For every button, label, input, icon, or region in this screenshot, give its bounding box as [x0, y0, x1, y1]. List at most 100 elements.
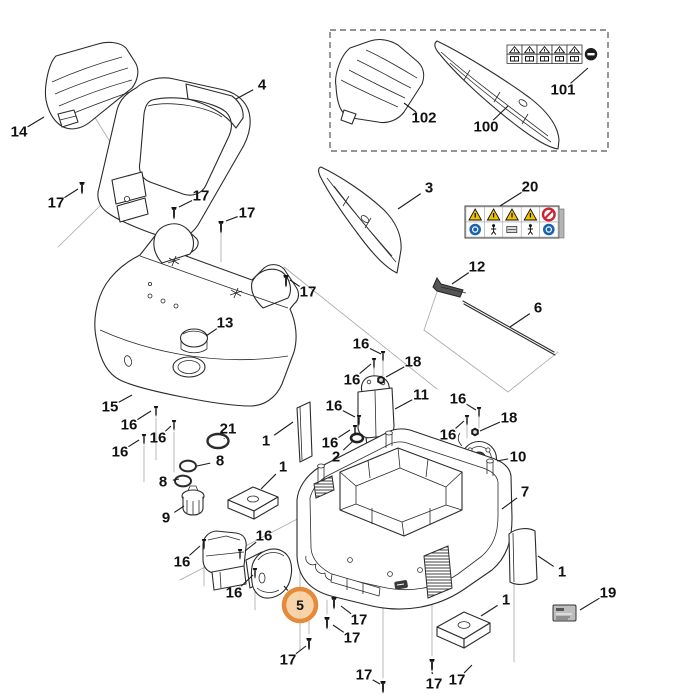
part-number-label: 10 [510, 449, 527, 466]
part-number-label: 17 [48, 195, 65, 212]
part-1-pad-curved-right [508, 528, 538, 585]
part-number-label: 3 [425, 180, 433, 197]
part-14-cover-flap [44, 41, 139, 130]
part-callout-3: 3 [397, 180, 433, 210]
part-number-label: 16 [353, 336, 370, 353]
part-number-label: 17 [344, 630, 361, 647]
screw-16-icon [464, 415, 470, 426]
part-number-label: 12 [469, 259, 486, 276]
part-callout-11: 11 [394, 387, 429, 410]
part-number-label: 17 [280, 652, 297, 669]
part-3-side-panel [318, 166, 402, 274]
part-callout-21: 21 [220, 421, 236, 440]
part-callout-8: 8 [159, 474, 180, 491]
part-callout-17: 17 [449, 664, 473, 689]
part-callout-20: 20 [499, 179, 539, 207]
part-2-grommet [349, 432, 365, 444]
part-number-label: 9 [162, 510, 170, 527]
part-callout-16: 16 [450, 391, 477, 411]
screw-17-icon [429, 659, 435, 672]
part-callout-9: 9 [162, 505, 185, 527]
part-callout-16: 16 [440, 420, 465, 444]
part-20-safety-label [464, 205, 565, 239]
part-callout-16: 16 [112, 439, 140, 461]
part-number-label: 8 [216, 453, 224, 470]
part-101-safety-label [506, 44, 598, 64]
part-number-label: 14 [11, 124, 28, 141]
wheel-arch-front [153, 223, 195, 264]
part-number-label: 16 [150, 430, 167, 447]
part-callout-18: 18 [385, 354, 422, 378]
part-callout-12: 12 [451, 259, 486, 285]
highlight-circle[interactable] [281, 586, 319, 624]
part-callout-1: 1 [262, 421, 294, 450]
part-callout-17: 17 [280, 645, 307, 669]
part-callout-16: 16 [121, 410, 152, 434]
part-callout-10: 10 [496, 449, 527, 466]
part-number-label: 7 [521, 484, 529, 501]
part-callout-1: 1 [260, 459, 287, 490]
part-number-label: 17 [356, 667, 373, 684]
part-8-o-ring [179, 459, 197, 473]
part-callout-5-highlighted[interactable]: 5 [281, 585, 319, 624]
part-1-pad-tall [296, 401, 313, 463]
part-callout-16: 16 [353, 336, 382, 355]
part-number-label: 16 [322, 435, 339, 452]
nut-18-icon [471, 427, 479, 437]
part-callout-16: 16 [326, 398, 356, 418]
part-number-label: 17 [351, 612, 368, 629]
screw-17-icon [218, 221, 224, 234]
part-number-label: 15 [102, 399, 119, 416]
part-5-bumper [245, 548, 293, 599]
part-1-pad-square-bottom [436, 611, 491, 649]
filler-socket [172, 356, 206, 378]
part-callout-1: 1 [480, 592, 510, 617]
part-callout-19: 19 [579, 585, 616, 611]
part-callout-102: 102 [403, 102, 437, 127]
part-callout-17: 17 [332, 624, 361, 647]
part-callout-16: 16 [226, 574, 254, 602]
part-7-chassis [296, 428, 513, 610]
screw-16-icon [153, 406, 159, 417]
parts-kit-box [329, 29, 609, 152]
part-number-label: 1 [262, 433, 270, 450]
vent-grille [185, 83, 244, 129]
part-callout-17: 17 [289, 279, 317, 301]
part-number-label: 13 [217, 315, 234, 332]
part-number-label: 16 [174, 554, 191, 571]
screw-17-icon [380, 681, 386, 694]
screw-16-icon [371, 358, 377, 369]
part-number-label: 18 [405, 354, 422, 371]
part-callout-100: 100 [473, 105, 509, 136]
part-number-label: 16 [450, 391, 467, 408]
part-1-pad-square-left [227, 486, 279, 520]
part-callout-17: 17 [426, 671, 442, 693]
screw-16-icon [380, 351, 386, 362]
part-6-rod [462, 300, 556, 356]
part-number-label: 5 [296, 597, 304, 613]
screw-16-icon [171, 420, 177, 431]
part-number-label: 16 [344, 372, 361, 389]
part-number-label: 16 [226, 585, 243, 602]
part-callout-8: 8 [196, 453, 224, 470]
part-callout-16: 16 [344, 363, 372, 389]
part-9-drain-plug [181, 485, 205, 516]
part-callout-16: 16 [174, 545, 201, 571]
part-15-upper-housing [94, 223, 299, 407]
bumper-bracket-housing [202, 530, 247, 591]
part-number-label: 1 [279, 459, 287, 476]
part-8-o-ring [174, 474, 192, 488]
part-callout-1: 1 [537, 555, 566, 581]
part-number-label: 101 [550, 82, 575, 99]
part-number-label: 16 [121, 417, 138, 434]
part-callout-17: 17 [225, 205, 255, 222]
screw-17-icon [331, 597, 337, 610]
part-number-label: 20 [522, 179, 539, 196]
part-callout-15: 15 [102, 394, 133, 416]
part-13-filler-cap [179, 328, 209, 354]
side-vent [423, 545, 453, 599]
spring-mark [167, 255, 181, 267]
part-number-label: 17 [300, 284, 317, 301]
part-19-rating-label [552, 604, 577, 622]
